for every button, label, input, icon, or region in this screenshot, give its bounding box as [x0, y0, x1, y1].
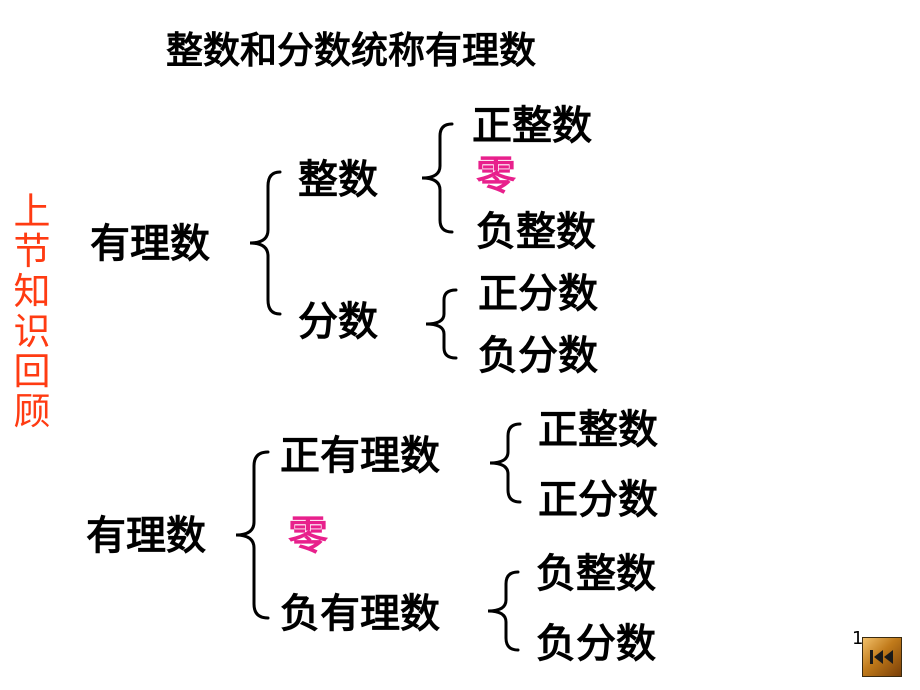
page-number: 1 — [852, 628, 864, 649]
leaf-positive-integer-2: 正整数 — [538, 407, 658, 453]
leaf-positive-fraction-2: 正分数 — [538, 477, 658, 523]
skip-back-button[interactable] — [862, 637, 902, 677]
brace-integer — [421, 122, 454, 234]
node-zero: 零 — [288, 513, 328, 559]
brace-root-1 — [249, 170, 282, 316]
node-fraction: 分数 — [298, 299, 378, 345]
brace-root-2 — [235, 450, 270, 620]
root-rational-2: 有理数 — [86, 513, 206, 559]
root-rational-1: 有理数 — [90, 221, 210, 267]
sidebar-char: 上 — [13, 190, 51, 233]
leaf-positive-integer: 正整数 — [472, 103, 592, 149]
sidebar-review-label: 上 节 知 识 回 顾 — [12, 192, 52, 432]
leaf-negative-fraction-2: 负分数 — [536, 621, 656, 667]
leaf-positive-fraction: 正分数 — [478, 271, 598, 317]
brace-positive — [489, 422, 522, 504]
leaf-negative-integer-2: 负整数 — [536, 551, 656, 597]
skip-back-icon — [870, 650, 893, 664]
leaf-zero: 零 — [476, 153, 516, 199]
slide-title: 整数和分数统称有理数 — [166, 29, 536, 72]
leaf-negative-integer: 负整数 — [476, 209, 596, 255]
sidebar-char: 回 — [13, 350, 51, 393]
brace-fraction — [425, 288, 458, 360]
sidebar-char: 识 — [13, 310, 51, 353]
leaf-negative-fraction: 负分数 — [478, 333, 598, 379]
sidebar-char: 知 — [13, 270, 51, 313]
node-positive-rational: 正有理数 — [280, 433, 440, 479]
sidebar-char: 顾 — [13, 390, 51, 433]
node-negative-rational: 负有理数 — [280, 591, 440, 637]
sidebar-char: 节 — [13, 230, 51, 273]
node-integer: 整数 — [298, 157, 378, 203]
brace-negative — [487, 570, 520, 652]
